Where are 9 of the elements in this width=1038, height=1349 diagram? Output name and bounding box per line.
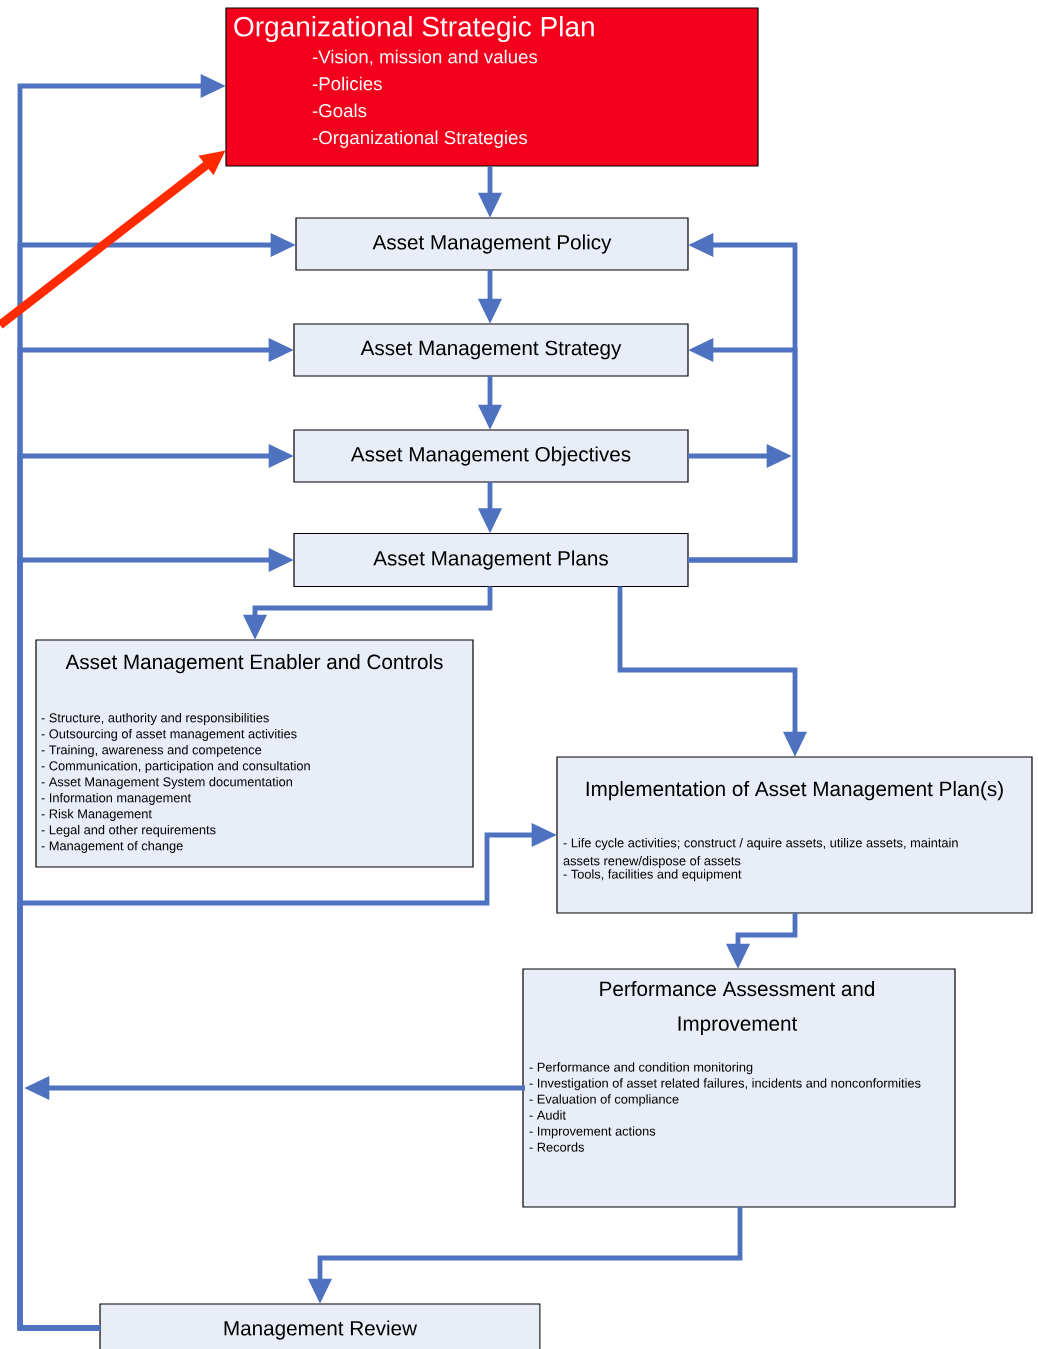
process-box: Management Review — [99, 1303, 541, 1349]
process-box: Performance Assessment and Improvement - Performance and condition monitoring - Investigation of asset related failures, incidents and nonconformities - Evaluation of compliance - Audit - Improvement actions - Records — [522, 968, 956, 1208]
process-box: Implementation of Asset Management Plan(s) - Life cycle activities; construct / aquire assets, utilize assets, maintain assets renew/dispose of assets - Tools, facilities and equipment — [556, 756, 1033, 914]
process-box: Asset Management Strategy — [293, 323, 689, 377]
process-box: Asset Management Policy — [295, 217, 689, 271]
process-box: Asset Management Plans — [293, 532, 689, 588]
process-box: Asset Management Enabler and Controls - Structure, authority and responsibilities - Outsourcing of asset management activities - Training, awareness and competence - Communication, participation and consultation - Asset Management System documentation - Information management - Risk Management - Legal and other requirements - Management of change — [35, 639, 474, 868]
process-box: Asset Management Objectives — [293, 429, 689, 483]
plan-box: Organizational Strategic Plan -Vision, mission and values -Policies -Goals -Organizational Strategies — [225, 7, 759, 167]
